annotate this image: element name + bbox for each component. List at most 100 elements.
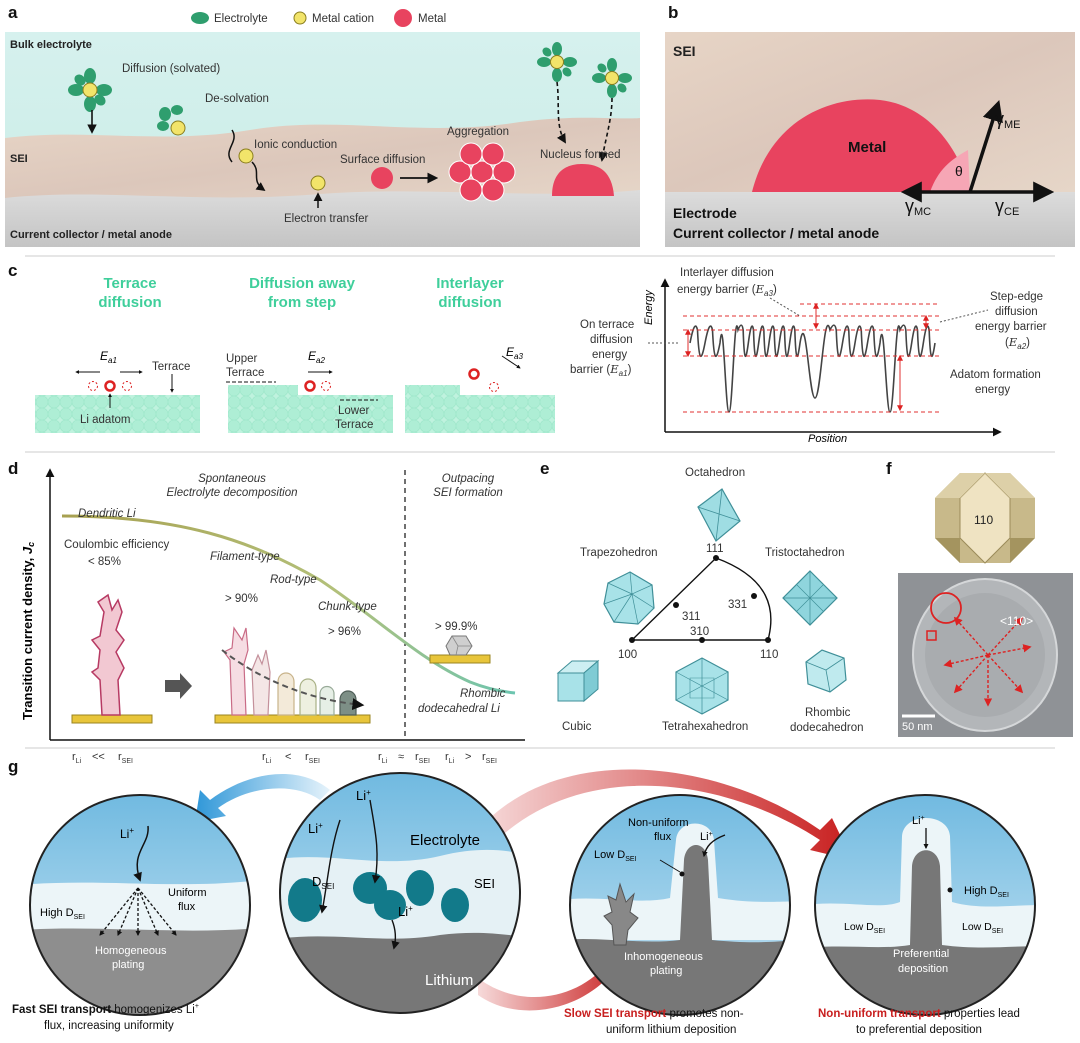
substrate-2 bbox=[214, 714, 371, 724]
li-adatom-1 bbox=[104, 380, 116, 392]
idx-331: 331 bbox=[728, 599, 747, 611]
terrace-diffusion-title-2: diffusion bbox=[98, 294, 161, 311]
cubic-label: Cubic bbox=[562, 721, 592, 733]
outpacing-label-1: Outpacing bbox=[442, 473, 495, 485]
svg-text:≈: ≈ bbox=[398, 751, 404, 763]
step-edge-label-1: Step-edge bbox=[990, 291, 1043, 303]
svg-text:rSEI: rSEI bbox=[305, 751, 320, 765]
on-terrace-label-4: barrier (Ea1) bbox=[570, 362, 632, 378]
dendritic-li-shape bbox=[90, 593, 125, 716]
panel-g: g Li+ High DSEI Uniform flux Homogeneous… bbox=[8, 757, 1036, 1036]
rhombic-label-2: dodecahedral Li bbox=[418, 703, 500, 715]
low-d-label-1: Low DSEI bbox=[594, 849, 637, 863]
collector-label-b: Current collector / metal anode bbox=[673, 225, 879, 241]
ce-label-1: Coulombic efficiency bbox=[64, 539, 170, 551]
solvated-ion-icon bbox=[68, 68, 112, 112]
uniform-flux-lines bbox=[99, 887, 177, 937]
substrate-1 bbox=[71, 714, 153, 724]
preferential-label-2: deposition bbox=[898, 963, 948, 975]
lattice-lower-terrace bbox=[298, 395, 393, 433]
octahedron-label: Octahedron bbox=[685, 467, 745, 479]
d-ylabel: Transition current density, Jc bbox=[20, 542, 36, 720]
electrolyte-legend-swatch bbox=[191, 12, 209, 24]
interlayer-barrier-label-1: Interlayer diffusion bbox=[680, 267, 774, 279]
interlayer-barrier-label-2: energy barrier (Ea3) bbox=[677, 282, 777, 298]
spontaneous-label-2: Electrolyte decomposition bbox=[166, 487, 297, 499]
panel-letter-d: d bbox=[8, 459, 18, 478]
stereographic-triangle bbox=[630, 557, 772, 641]
circle-preferential-deposition bbox=[815, 795, 1035, 1015]
panel-letter-e: e bbox=[540, 459, 549, 478]
ea2-label: Ea2 bbox=[308, 349, 325, 365]
li-plus-label-2: Li+ bbox=[308, 821, 323, 836]
li-adatom-label: Li adatom bbox=[80, 414, 131, 426]
svg-text:rSEI: rSEI bbox=[118, 751, 133, 765]
energy-guide-lines bbox=[683, 303, 940, 413]
idx-111: 111 bbox=[706, 543, 723, 555]
interlayer-title-1: Interlayer bbox=[436, 275, 504, 292]
energy-axis-label: Energy bbox=[643, 289, 655, 325]
gamma-ce-label: γCE bbox=[995, 196, 1019, 218]
inhomogeneous-label-1: Inhomogeneous bbox=[624, 951, 703, 963]
cation-legend-swatch bbox=[293, 11, 307, 25]
high-d-label-2: High DSEI bbox=[964, 885, 1009, 899]
energy-profile-curve bbox=[689, 324, 936, 413]
lattice-interlayer-lower bbox=[460, 395, 555, 433]
caption-fast-transport-2: flux, increasing uniformity bbox=[44, 1020, 174, 1032]
rod-label: Rod-type bbox=[270, 574, 317, 586]
nonuniform-transport-arrow bbox=[480, 769, 852, 860]
current-collector bbox=[5, 190, 640, 247]
transition-current-curve bbox=[61, 514, 516, 695]
surface-metal-atom bbox=[371, 167, 393, 189]
panel-letter-g: g bbox=[8, 757, 18, 776]
ce-label-2: < 85% bbox=[88, 556, 121, 568]
inhomogeneous-label-2: plating bbox=[650, 965, 682, 977]
panel-letter-f: f bbox=[886, 459, 892, 478]
aggregation-label: Aggregation bbox=[447, 126, 509, 138]
terrace-label: Terrace bbox=[152, 361, 190, 373]
bulk-electrolyte-label: Bulk electrolyte bbox=[10, 39, 92, 51]
li-plus-label-4: Li+ bbox=[398, 904, 413, 919]
on-terrace-label-1: On terrace bbox=[580, 319, 634, 331]
panel-d: d Transition current density, Jc Spontan… bbox=[8, 459, 525, 765]
octahedron-shape bbox=[697, 488, 741, 542]
gt96-label: > 96% bbox=[328, 626, 361, 638]
lithium-label: Lithium bbox=[425, 972, 473, 989]
rhombic-dodecahedron-label-2: dodecahedron bbox=[790, 722, 864, 734]
tristoctahedron-shape bbox=[782, 570, 838, 626]
panel-letter-c: c bbox=[8, 261, 17, 280]
interlayer-title-2: diffusion bbox=[438, 294, 501, 311]
tetrahexahedron-label: Tetrahexahedron bbox=[662, 721, 748, 733]
li-adatom-3 bbox=[468, 368, 480, 380]
caption-nonuniform-2: to preferential deposition bbox=[856, 1024, 982, 1036]
sei-label-a: SEI bbox=[10, 153, 28, 165]
ionic-conduction-label: Ionic conduction bbox=[254, 139, 337, 151]
cubic-shape bbox=[556, 659, 600, 703]
outpacing-label-2: SEI formation bbox=[433, 487, 503, 499]
li-plus-label-1: Li+ bbox=[120, 826, 134, 841]
low-d-label-2: Low DSEI bbox=[844, 921, 885, 935]
dendritic-label: Dendritic Li bbox=[78, 508, 136, 520]
panel-letter-a: a bbox=[8, 3, 18, 22]
svg-text:<<: << bbox=[92, 751, 105, 763]
homogeneous-label-2: plating bbox=[112, 959, 144, 971]
trapezohedron-label: Trapezohedron bbox=[580, 547, 658, 559]
svg-text:rLi: rLi bbox=[378, 751, 388, 765]
gt999-label: > 99.9% bbox=[435, 621, 478, 633]
nonuniform-flux-label-1: Non-uniform bbox=[628, 817, 689, 829]
collector-label-a: Current collector / metal anode bbox=[10, 229, 172, 241]
substrate-3 bbox=[429, 654, 491, 664]
gamma-me-label: γME bbox=[995, 109, 1021, 131]
idx-310: 310 bbox=[690, 626, 709, 638]
panel-f: f 110 <110> 50 nm bbox=[886, 459, 1073, 737]
electron-transfer-ion-icon bbox=[310, 175, 326, 191]
legend-electrolyte: Electrolyte bbox=[214, 13, 268, 25]
trapezohedron-shape bbox=[603, 571, 655, 625]
lower-terrace-label-2: Terrace bbox=[335, 419, 373, 431]
lower-terrace-label-1: Lower bbox=[338, 405, 369, 417]
step-edge-label-3: energy barrier bbox=[975, 321, 1047, 333]
conducting-ion-icon bbox=[238, 148, 254, 164]
svg-text:rSEI: rSEI bbox=[482, 751, 497, 765]
r-comparison-labels: rLi << rSEI rLi < rSEI rLi ≈ rSEI rLi > … bbox=[72, 751, 497, 765]
